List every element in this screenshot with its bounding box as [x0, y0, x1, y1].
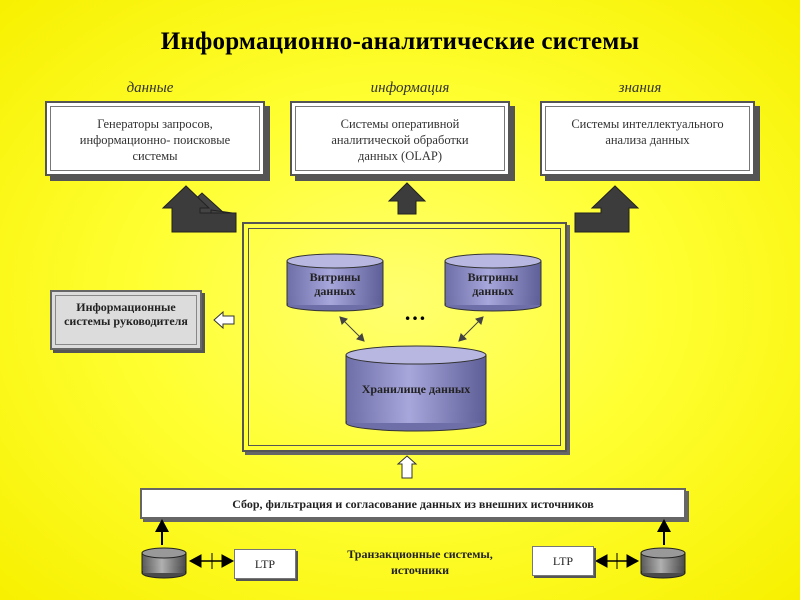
arrow-right-source-up	[657, 519, 671, 545]
data-mining-box: Системы интеллектуального анализа данных	[540, 101, 755, 176]
arrow-to-olap	[387, 182, 427, 215]
datamart-left-cylinder	[286, 253, 384, 312]
category-label-data: данные	[126, 80, 174, 96]
ltp-right-box: LTP	[532, 546, 594, 576]
executive-systems-text: Информационные системы руководителя	[55, 295, 197, 345]
olap-box: Системы оперативной аналитической обрабо…	[290, 101, 510, 176]
ltp-left-box: LTP	[234, 549, 296, 579]
datamart-right-label: Витрины данных	[467, 270, 519, 298]
query-generators-text: Генераторы запросов, информационно- поис…	[50, 106, 260, 171]
category-label-information: информация	[370, 80, 450, 96]
ltp-left-link	[188, 553, 235, 569]
arrow-left-source-up	[155, 519, 169, 545]
arrow-from-collection	[396, 455, 418, 479]
arrow-to-generators-body	[161, 185, 237, 233]
datamart-warehouse-links	[339, 316, 484, 342]
data-collection-bar: Сбор, фильтрация и согласование данных и…	[140, 488, 686, 519]
source-db-left-icon	[141, 547, 187, 579]
data-mining-text: Системы интеллектуального анализа данных	[545, 106, 750, 171]
datamart-left-label: Витрины данных	[309, 270, 361, 298]
arrow-to-executive-systems	[213, 310, 235, 330]
category-label-knowledge: знания	[618, 80, 662, 96]
diagram-title: Информационно-аналитические системы	[160, 28, 640, 55]
executive-systems-box: Информационные системы руководителя	[50, 290, 202, 350]
source-db-right-icon	[640, 547, 686, 579]
arrow-to-data-mining	[574, 185, 640, 233]
storage-frame	[242, 222, 567, 452]
query-generators-box: Генераторы запросов, информационно- поис…	[45, 101, 265, 176]
warehouse-label: Хранилище данных	[361, 382, 471, 396]
datamart-right-cylinder	[444, 253, 542, 312]
warehouse-cylinder	[345, 345, 487, 432]
olap-text: Системы оперативной аналитической обрабо…	[295, 106, 505, 171]
ellipsis-more-datamarts: …	[404, 300, 429, 325]
transaction-systems-label: Транзакционные системы, источники	[347, 547, 493, 577]
ltp-right-link	[594, 553, 640, 569]
